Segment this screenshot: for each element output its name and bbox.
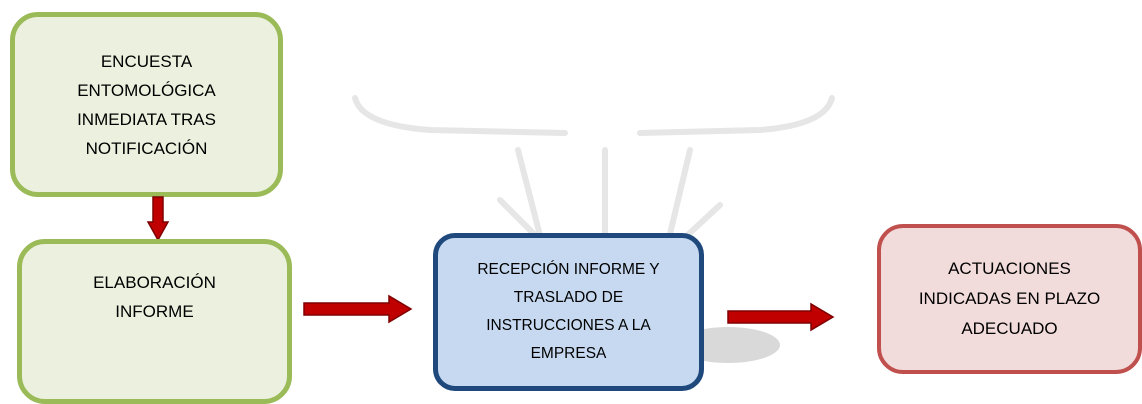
arrow-right-1 <box>303 294 413 324</box>
encuesta-entomologica-box: ENCUESTA ENTOMOLÓGICA INMEDIATA TRAS NOT… <box>10 12 283 197</box>
box-text-line: NOTIFICACIÓN <box>85 138 208 158</box>
box-text-line: INFORME <box>115 302 194 321</box>
actuaciones-indicadas-box: ACTUACIONES INDICADAS EN PLAZO ADECUADO <box>877 224 1142 374</box>
arrow-right-2 <box>727 302 835 332</box>
box-text-line: EMPRESA <box>530 345 607 362</box>
box-text-line: ENCUESTA <box>100 51 193 71</box>
recepcion-informe-box: RECEPCIÓN INFORME Y TRASLADO DE INSTRUCC… <box>433 233 704 391</box>
box-text-line: ELABORACIÓN <box>93 273 216 292</box>
box-text-line: ENTOMOLÓGICA <box>77 80 216 100</box>
box-text-line: INDICADAS EN PLAZO <box>918 289 1101 308</box>
box-text-line: INMEDIATA TRAS <box>77 109 216 129</box>
box-text-line: TRASLADO DE <box>513 289 624 306</box>
box-text-line: RECEPCIÓN INFORME Y <box>477 261 660 278</box>
box-text-line: ADECUADO <box>961 319 1058 338</box>
box-text-line: ACTUACIONES <box>948 259 1071 278</box>
box-text-line: INSTRUCCIONES A LA <box>486 317 651 334</box>
elaboracion-informe-box: ELABORACIÓN INFORME <box>17 239 292 404</box>
arrow-down-1 <box>146 196 170 242</box>
